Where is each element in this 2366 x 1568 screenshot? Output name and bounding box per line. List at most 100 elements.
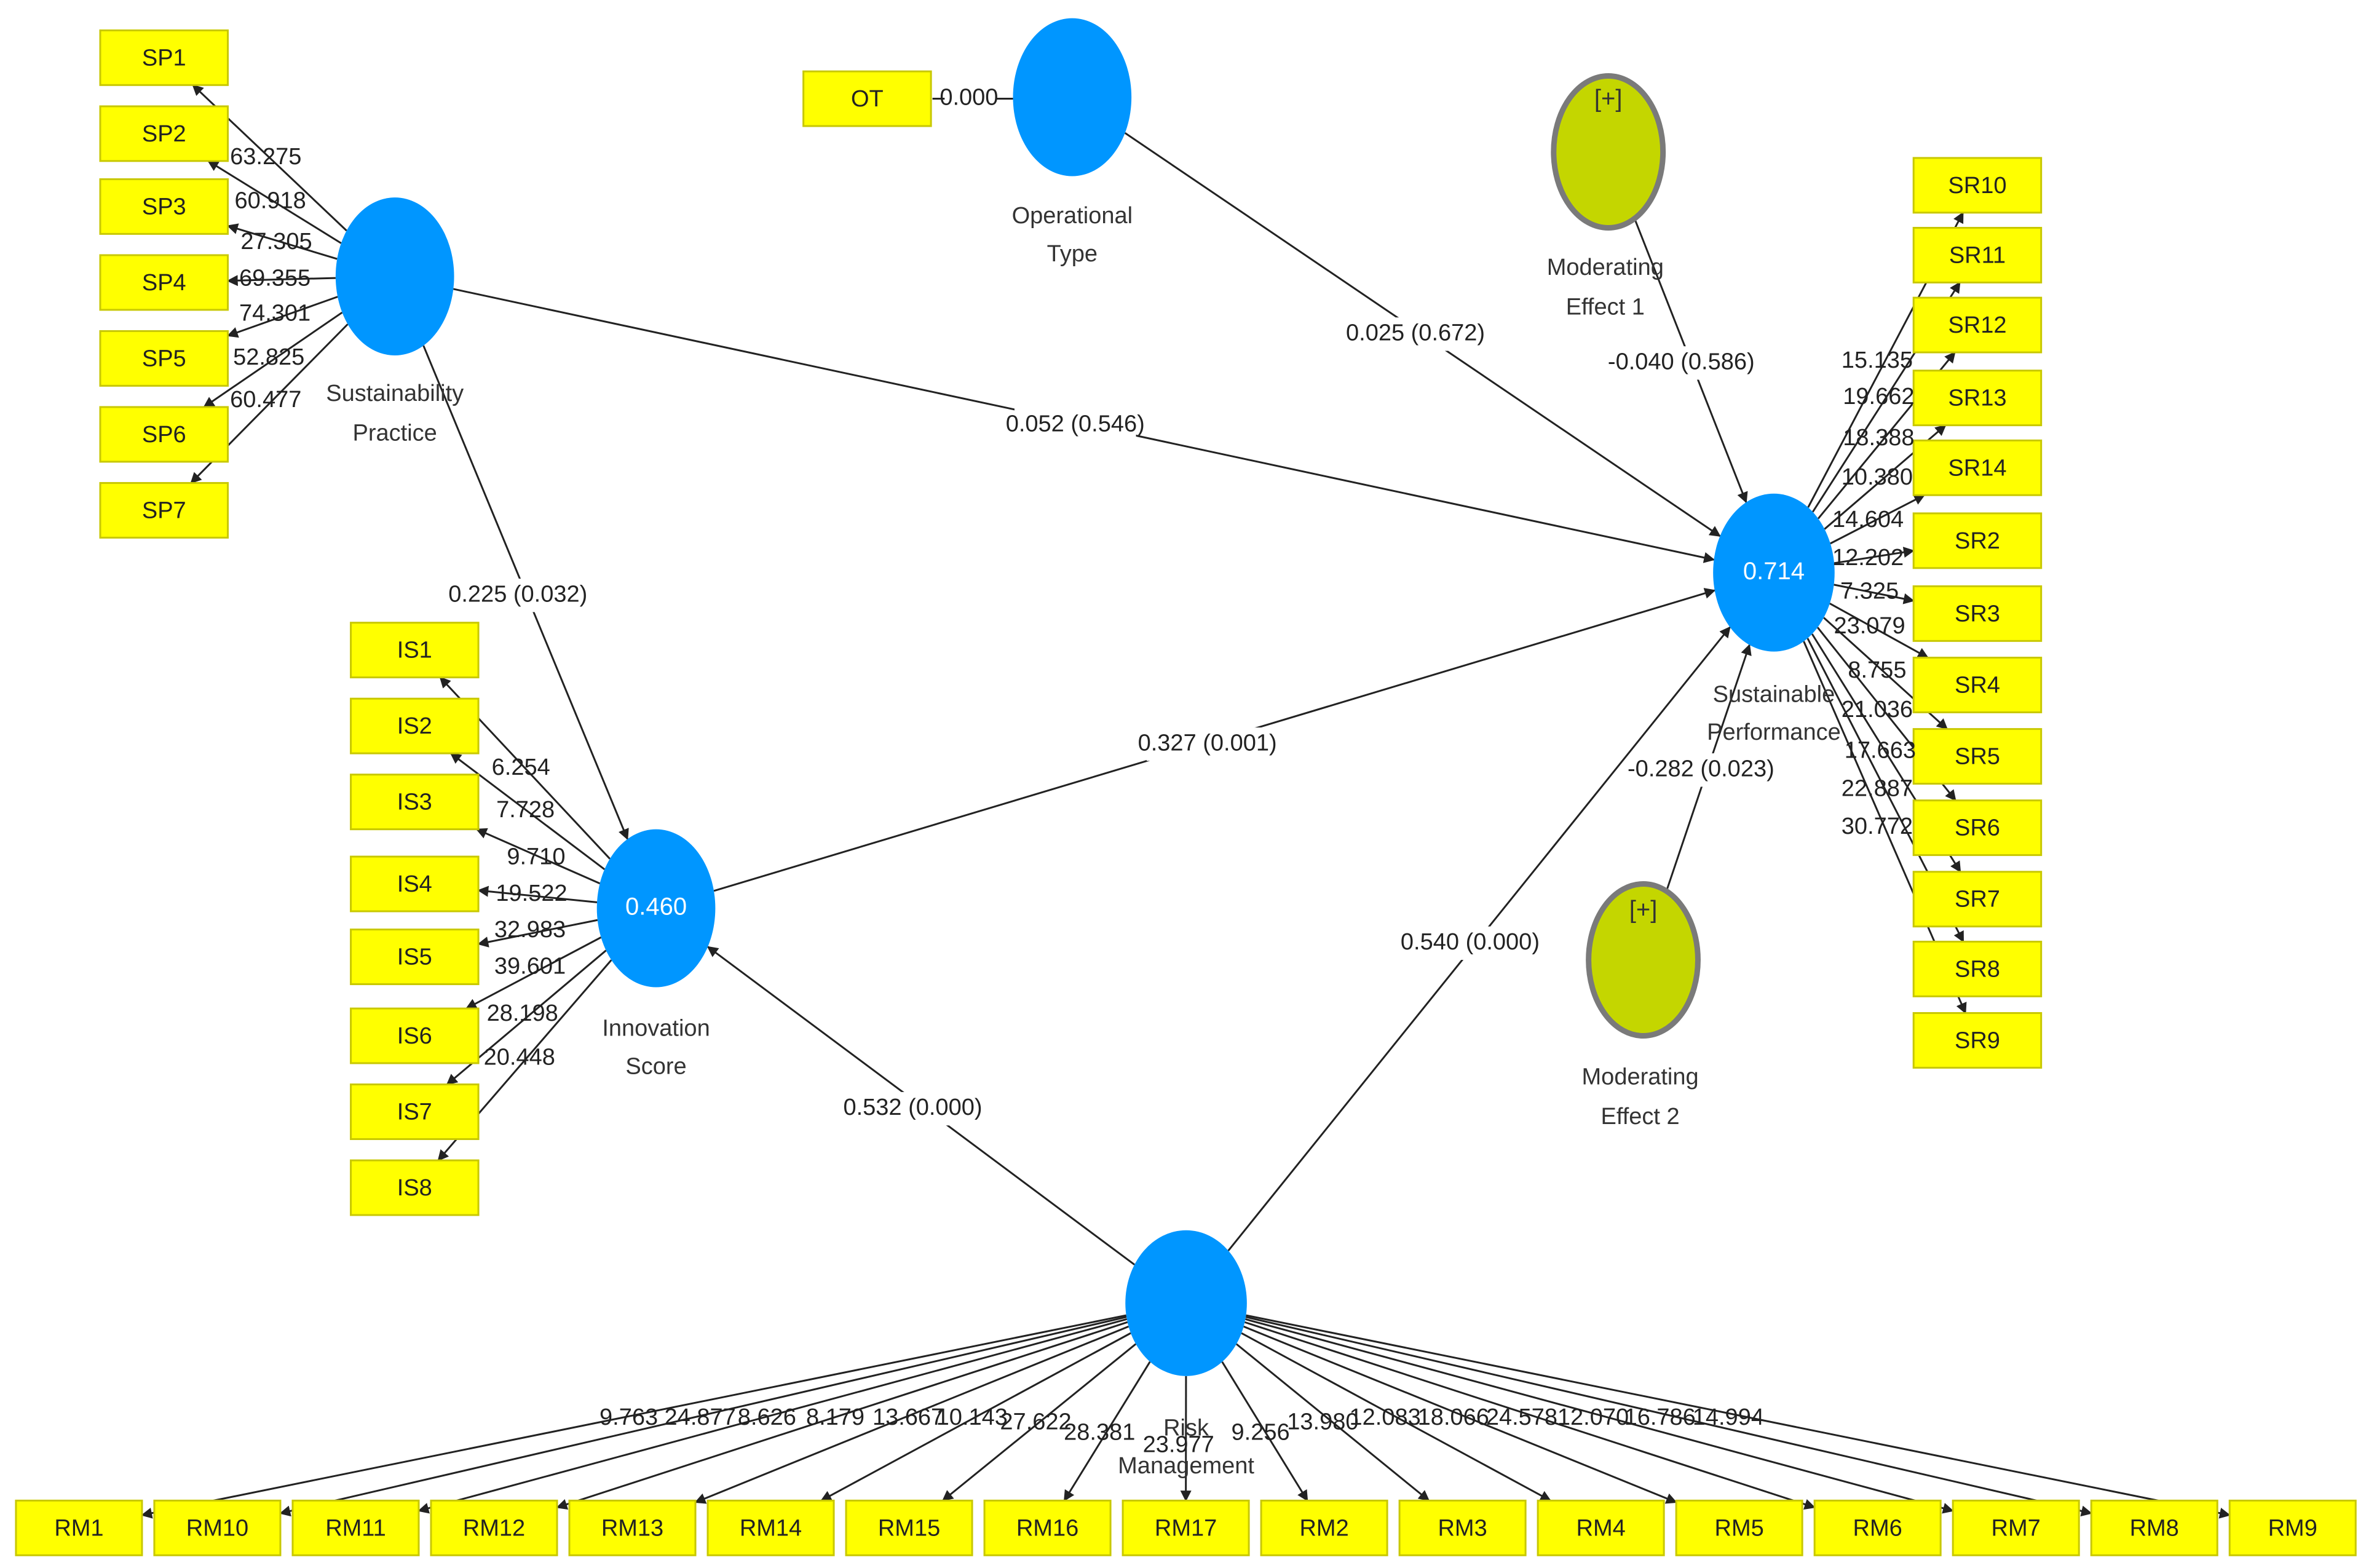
- rm-loading-value-6: 10.143: [936, 1404, 1008, 1430]
- indicator-is1-label: IS1: [397, 638, 432, 663]
- path-label-rm-innovation: 0.532 (0.000): [843, 1095, 982, 1120]
- indicator-is2-label: IS2: [397, 713, 432, 739]
- indicator-sr13-label: SR13: [1948, 386, 2006, 411]
- sp-loading-value-2: 60.918: [235, 188, 306, 214]
- indicator-sr14-label: SR14: [1948, 455, 2006, 481]
- is-loading-value-5: 32.983: [494, 917, 566, 943]
- indicator-sp5-label: SP5: [142, 346, 186, 371]
- rm-loading-value-12: 12.083: [1350, 1404, 1421, 1430]
- sp-loading-value-6: 52.825: [233, 344, 304, 370]
- indicator-sr11-label: SR11: [1949, 242, 2006, 268]
- indicator-rm5-label: RM5: [1715, 1515, 1764, 1541]
- indicator-sr8-label: SR8: [1955, 956, 2000, 982]
- indicator-sr10-label: SR10: [1948, 173, 2006, 199]
- sr-loading-value-2: 19.662: [1843, 384, 1914, 410]
- indicator-rm11-label: RM11: [325, 1515, 386, 1541]
- moderating-effect-1-label-line1: Moderating: [1547, 255, 1664, 280]
- sr-loading-value-1: 15.135: [1842, 347, 1913, 373]
- rm-loading-value-13: 18.066: [1418, 1404, 1489, 1430]
- operational-type-label-line1: Operational: [1012, 203, 1133, 229]
- path-label-me1-performance: -0.040 (0.586): [1608, 349, 1755, 374]
- sr-loading-value-10: 21.036: [1842, 697, 1913, 723]
- indicator-rm8-label: RM8: [2130, 1515, 2179, 1541]
- latent-operational-type[interactable]: [1013, 18, 1131, 176]
- indicator-is8-label: IS8: [397, 1175, 432, 1201]
- indicator-is3-label: IS3: [397, 790, 432, 815]
- sr-loading-value-8: 23.079: [1834, 613, 1905, 639]
- sr-loading-value-9: 8.755: [1848, 657, 1906, 683]
- risk-management-label-line2: Management: [1118, 1453, 1254, 1479]
- sr-loading-value-6: 12.202: [1832, 545, 1904, 571]
- moderating-effect-1-symbol: [+]: [1594, 85, 1623, 113]
- path-label-rm-performance: 0.540 (0.000): [1401, 929, 1540, 955]
- indicator-sr7-label: SR7: [1955, 887, 2000, 913]
- latent-risk-management[interactable]: [1125, 1230, 1247, 1376]
- innovation-r2-value: 0.460: [625, 893, 687, 921]
- sp-loading-value-5: 74.301: [239, 300, 311, 326]
- indicator-rm13-label: RM13: [601, 1515, 663, 1541]
- sr-loading-value-4: 10.380: [1842, 464, 1913, 490]
- moderating-effect-1-label-line2: Effect 1: [1566, 294, 1645, 320]
- rm-loading-value-8: 28.381: [1064, 1420, 1135, 1446]
- indicator-is6-label: IS6: [397, 1023, 432, 1049]
- sustainable-performance-label-line2: Performance: [1707, 719, 1841, 745]
- rm-loading-value-15: 12.070: [1557, 1404, 1629, 1430]
- path-label-sp-innovation: 0.225 (0.032): [448, 581, 587, 607]
- indicator-rm7-label: RM7: [1992, 1515, 2041, 1541]
- rm-loading-value-11: 13.980: [1287, 1409, 1358, 1435]
- sr-loading-value-5: 14.604: [1832, 507, 1904, 533]
- innovation-score-label-line2: Score: [625, 1053, 686, 1079]
- is-loading-value-2: 7.728: [496, 797, 555, 823]
- indicator-sr2-label: SR2: [1955, 528, 2000, 554]
- path-label-ot-performance: 0.025 (0.672): [1346, 320, 1485, 346]
- indicator-sp4-label: SP4: [142, 270, 186, 296]
- path-label-sp-performance: 0.052 (0.546): [1006, 411, 1145, 437]
- indicator-rm15-label: RM15: [878, 1515, 940, 1541]
- is-loading-value-4: 19.522: [496, 881, 567, 906]
- rm-loading-value-7: 27.622: [1000, 1409, 1071, 1435]
- rm-loading-value-5: 13.667: [872, 1404, 944, 1430]
- performance-r2-value: 0.714: [1743, 558, 1805, 585]
- indicator-sr5-label: SR5: [1955, 744, 2000, 770]
- rm-loading-value-3: 8.626: [738, 1404, 796, 1430]
- rm-loading-value-1: 9.763: [599, 1404, 658, 1430]
- rm-loading-value-10: 9.256: [1232, 1420, 1290, 1446]
- moderating-effect-2-label-line2: Effect 2: [1601, 1104, 1680, 1130]
- rm-loading-value-4: 8.179: [806, 1404, 865, 1430]
- sustainable-performance-label-line1: Sustainable: [1713, 681, 1835, 707]
- sr-loading-value-3: 18.388: [1843, 425, 1914, 451]
- labels-layer: 63.27560.91827.30569.35574.30152.82560.4…: [230, 85, 1916, 1479]
- indicator-rm14-label: RM14: [740, 1515, 802, 1541]
- indicator-rm2-label: RM2: [1299, 1515, 1348, 1541]
- is-loading-value-1: 6.254: [492, 754, 550, 780]
- sr-loading-value-7: 7.325: [1840, 578, 1899, 604]
- sp-loading-value-1: 63.275: [230, 144, 301, 170]
- sr-loading-value-11: 17.663: [1845, 738, 1916, 764]
- indicator-sp7-label: SP7: [142, 497, 186, 523]
- sr-loading-value-13: 30.772: [1842, 814, 1913, 839]
- moderating-effect-2-symbol: [+]: [1629, 897, 1658, 924]
- indicator-is7-label: IS7: [397, 1099, 432, 1125]
- sp-loading-value-3: 27.305: [240, 229, 312, 255]
- indicator-sr4-label: SR4: [1955, 672, 2000, 698]
- indicator-rm10-label: RM10: [186, 1515, 248, 1541]
- is-loading-value-8: 20.448: [484, 1045, 555, 1071]
- operational-type-label-line2: Type: [1047, 241, 1098, 267]
- rm-loading-value-2: 24.877: [665, 1404, 736, 1430]
- indicator-rm1-label: RM1: [54, 1515, 103, 1541]
- is-loading-value-3: 9.710: [507, 844, 565, 870]
- indicator-sr6-label: SR6: [1955, 815, 2000, 841]
- sp-loading-value-7: 60.477: [230, 387, 301, 413]
- path-label-me2-performance: -0.282 (0.023): [1628, 756, 1775, 782]
- indicator-rm12-label: RM12: [463, 1515, 525, 1541]
- indicator-sp1-label: SP1: [142, 45, 186, 71]
- path-label-innovation-performance: 0.327 (0.001): [1138, 730, 1277, 756]
- latent-sustainability-practice[interactable]: [336, 197, 454, 355]
- indicator-sp6-label: SP6: [142, 422, 186, 448]
- sr-loading-value-12: 22.887: [1842, 775, 1913, 801]
- sustainability-practice-label-line1: Sustainability: [326, 381, 464, 406]
- rm-loading-value-17: 14.994: [1693, 1404, 1764, 1430]
- indicator-rm3-label: RM3: [1438, 1515, 1487, 1541]
- is-loading-value-6: 39.601: [494, 953, 566, 979]
